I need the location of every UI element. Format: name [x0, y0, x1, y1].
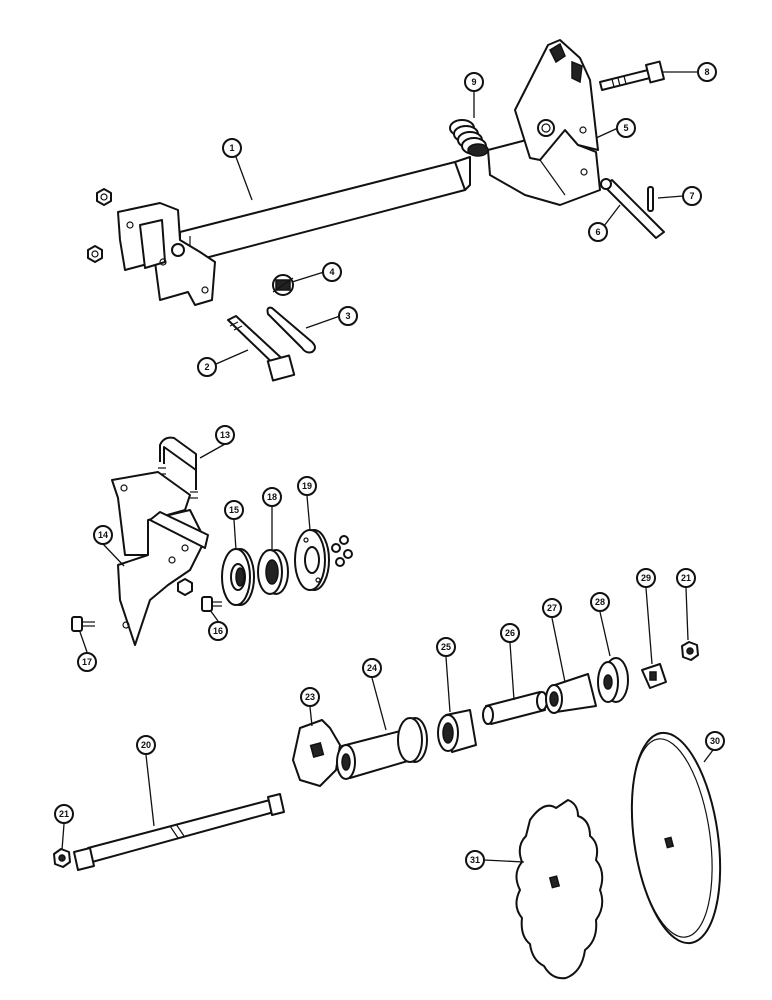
- svg-text:14: 14: [98, 530, 108, 540]
- svg-text:2: 2: [204, 362, 209, 372]
- callout-21-left: 21: [54, 804, 74, 824]
- callout-29: 29: [636, 568, 656, 588]
- part-9-spring: [449, 119, 489, 157]
- part-28-cap: [597, 657, 629, 703]
- svg-text:8: 8: [704, 67, 709, 77]
- callout-6: 6: [588, 222, 608, 242]
- svg-text:24: 24: [367, 663, 377, 673]
- svg-text:29: 29: [641, 573, 651, 583]
- callout-1: 1: [222, 138, 242, 158]
- part-26-tube: [482, 691, 548, 725]
- svg-text:1: 1: [229, 143, 234, 153]
- part-18-bearing: [257, 549, 289, 595]
- svg-text:7: 7: [689, 191, 694, 201]
- callout-18: 18: [262, 487, 282, 507]
- callout-2: 2: [197, 357, 217, 377]
- part-15-flange: [221, 548, 255, 606]
- part-3-clip-pin: [266, 306, 316, 354]
- svg-text:23: 23: [305, 692, 315, 702]
- svg-text:26: 26: [505, 628, 515, 638]
- callout-24: 24: [362, 658, 382, 678]
- svg-text:21: 21: [681, 573, 691, 583]
- svg-text:19: 19: [302, 481, 312, 491]
- callout-26: 26: [500, 623, 520, 643]
- part-30-plain-disc: [630, 731, 722, 945]
- callout-17: 17: [77, 652, 97, 672]
- nut-top: [96, 188, 112, 206]
- part-31-notched-disc: [515, 799, 604, 980]
- svg-text:3: 3: [345, 311, 350, 321]
- callout-9: 9: [464, 72, 484, 92]
- nuts-washers: [331, 535, 353, 567]
- callout-3: 3: [338, 306, 358, 326]
- svg-text:4: 4: [329, 267, 334, 277]
- svg-text:28: 28: [595, 597, 605, 607]
- callout-27: 27: [542, 598, 562, 618]
- part-7-cotter-pin: [647, 186, 654, 212]
- svg-text:16: 16: [213, 626, 223, 636]
- callout-21-right: 21: [676, 568, 696, 588]
- part-13-u-bolt: [158, 436, 198, 499]
- part-23-star-plate: [292, 719, 341, 787]
- svg-text:6: 6: [595, 227, 600, 237]
- svg-text:18: 18: [267, 492, 277, 502]
- part-8-bolt: [599, 60, 665, 91]
- callout-4: 4: [322, 262, 342, 282]
- svg-text:15: 15: [229, 505, 239, 515]
- part-21-nut-left: [53, 848, 71, 868]
- part-21-nut-right: [681, 641, 699, 661]
- callout-16: 16: [208, 621, 228, 641]
- part-27-cone-bushing: [545, 673, 597, 714]
- leader-lines: [61, 71, 714, 863]
- part-24-spool: [336, 717, 428, 780]
- svg-text:9: 9: [471, 77, 476, 87]
- callout-31: 31: [465, 850, 485, 870]
- callout-13: 13: [215, 425, 235, 445]
- svg-text:25: 25: [441, 642, 451, 652]
- part-14-bracket: [111, 471, 209, 646]
- part-20-axle: [73, 793, 285, 871]
- part-29-washer: [641, 663, 667, 689]
- part-25-bushing: [437, 709, 477, 753]
- part-5-bracket: [487, 39, 601, 206]
- svg-text:31: 31: [470, 855, 480, 865]
- svg-text:17: 17: [82, 657, 92, 667]
- callout-20: 20: [136, 735, 156, 755]
- callout-25: 25: [436, 637, 456, 657]
- svg-text:20: 20: [141, 740, 151, 750]
- part-2-pin: [227, 315, 296, 382]
- svg-text:5: 5: [623, 123, 628, 133]
- callout-19: 19: [297, 476, 317, 496]
- callout-15: 15: [224, 500, 244, 520]
- callout-28: 28: [590, 592, 610, 612]
- svg-text:27: 27: [547, 603, 557, 613]
- svg-text:21: 21: [59, 809, 69, 819]
- part-19-flange: [294, 529, 330, 591]
- callout-23: 23: [300, 687, 320, 707]
- part-16-bolt: [201, 596, 222, 612]
- part-1-beam: [117, 156, 471, 306]
- svg-text:13: 13: [220, 430, 230, 440]
- part-6-pin: [600, 178, 665, 239]
- callout-30: 30: [705, 731, 725, 751]
- callout-8: 8: [697, 62, 717, 82]
- callout-14: 14: [93, 525, 113, 545]
- nut-lower: [87, 245, 103, 263]
- callout-5: 5: [616, 118, 636, 138]
- part-17-bolt: [71, 616, 95, 632]
- svg-text:30: 30: [710, 736, 720, 746]
- callout-7: 7: [682, 186, 702, 206]
- part-4-lynch-pin: [272, 274, 294, 296]
